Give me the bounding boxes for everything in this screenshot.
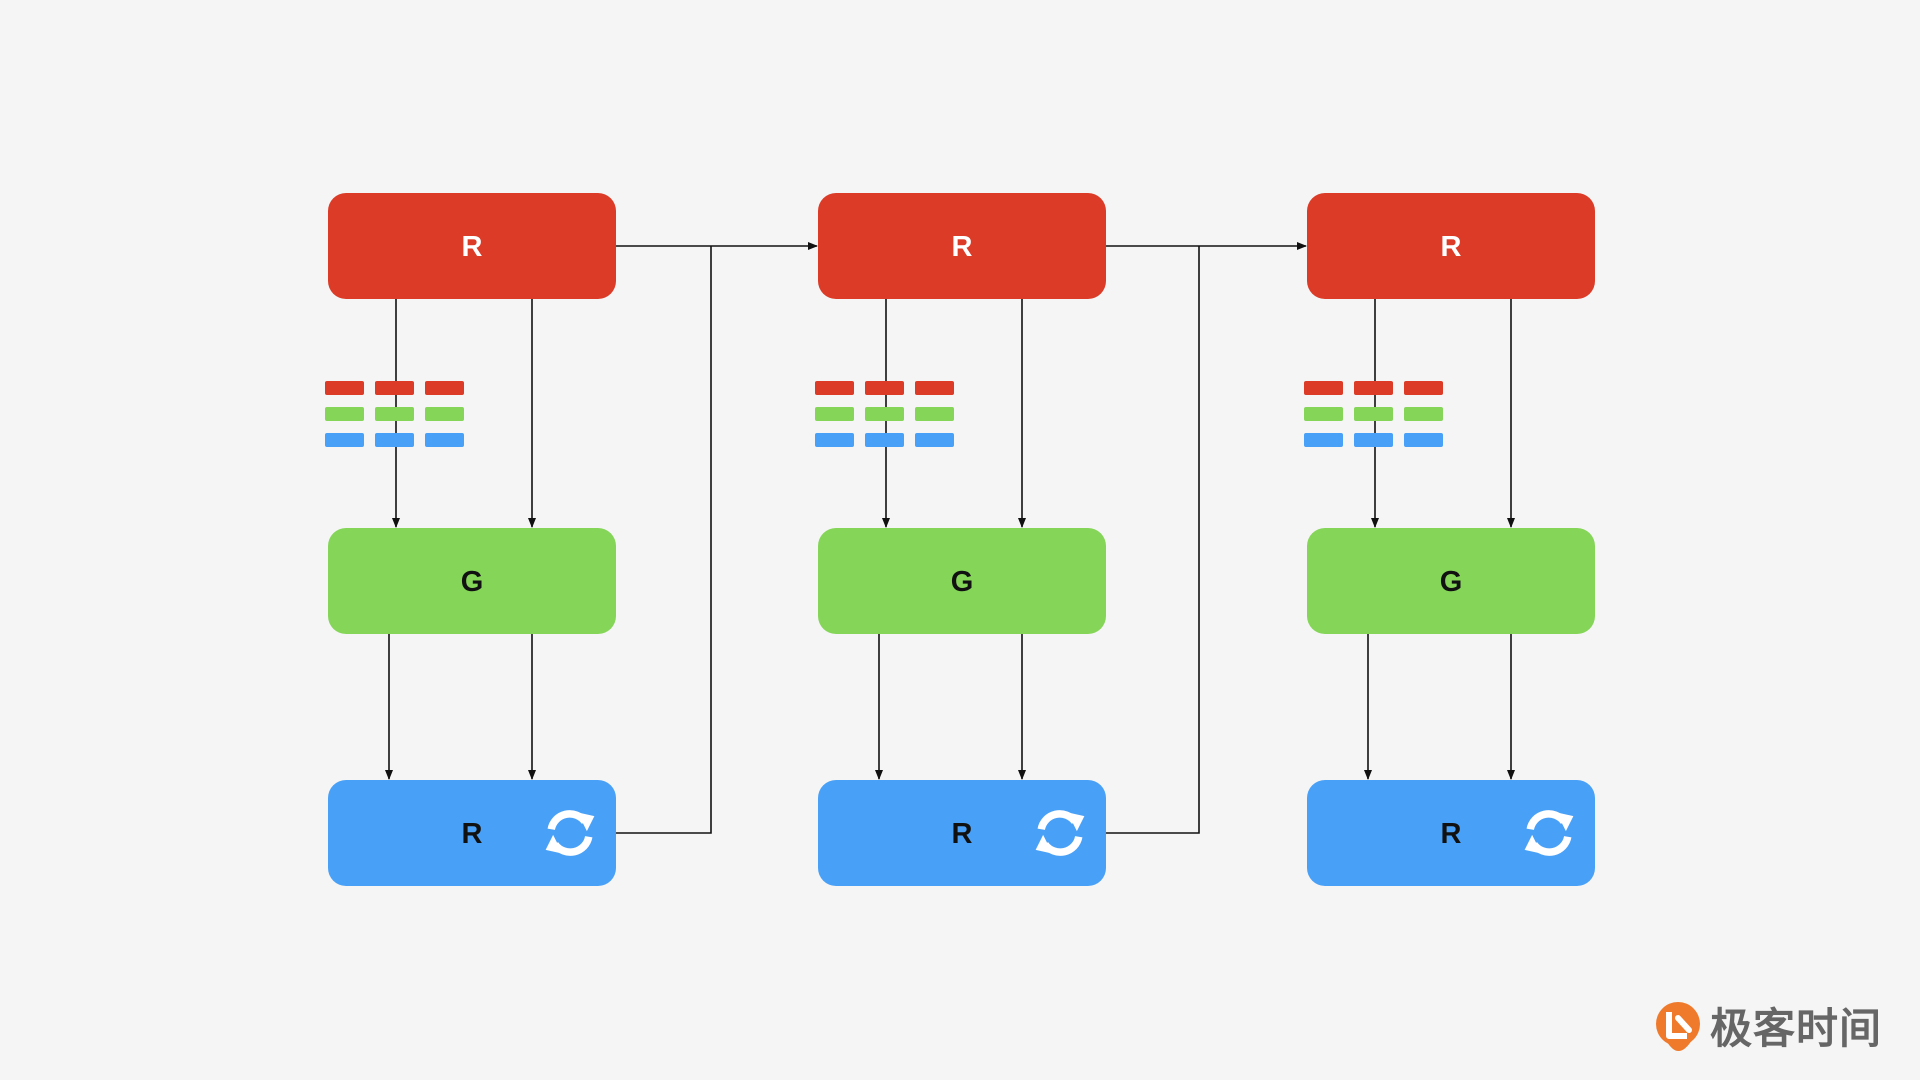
grid-dash-blue — [375, 433, 414, 447]
grid-dash-red — [1304, 381, 1343, 395]
middle-box-label: G — [461, 566, 484, 598]
top-box-label: R — [952, 231, 973, 263]
middle-box-label: G — [951, 566, 974, 598]
top-box-shape — [1307, 193, 1595, 299]
grid-dash-green — [1354, 407, 1393, 421]
stage-1-top-box: R — [328, 193, 616, 299]
bottom-box-label: R — [462, 818, 483, 850]
stage-1-bottom-box: R — [328, 780, 616, 886]
top-box-label: R — [1441, 231, 1462, 263]
bottom-box-shape — [818, 780, 1106, 886]
top-box-shape — [328, 193, 616, 299]
grid-dash-blue — [1354, 433, 1393, 447]
feedback-bottom-to-next-top — [616, 246, 712, 834]
grid-dash-green — [915, 407, 954, 421]
stage-3-top-box: R — [1307, 193, 1595, 299]
middle-box-shape — [328, 528, 616, 634]
stage-1: R G R — [328, 193, 616, 886]
grid-dash-red — [1354, 381, 1393, 395]
grid-dash-green — [325, 407, 364, 421]
grid-dash-blue — [1304, 433, 1343, 447]
middle-box-label: G — [1440, 566, 1463, 598]
stage-2: R G R — [818, 193, 1106, 886]
geektime-logo-text: 极客时间 — [1710, 1004, 1883, 1053]
stage-3-data-grid — [1304, 381, 1443, 447]
grid-dash-blue — [425, 433, 464, 447]
grid-dash-red — [915, 381, 954, 395]
stage-boxes: R G R R G R R G R — [328, 193, 1595, 886]
middle-box-shape — [1307, 528, 1595, 634]
grid-dash-red — [815, 381, 854, 395]
grid-dash-green — [375, 407, 414, 421]
middle-box-shape — [818, 528, 1106, 634]
data-grids — [325, 381, 1443, 447]
grid-dash-red — [325, 381, 364, 395]
stage-2-data-grid — [815, 381, 954, 447]
stage-2-top-box: R — [818, 193, 1106, 299]
top-box-label: R — [462, 231, 483, 263]
bottom-box-shape — [328, 780, 616, 886]
stage-3-middle-box: G — [1307, 528, 1595, 634]
grid-dash-blue — [915, 433, 954, 447]
stage-1-data-grid — [325, 381, 464, 447]
stage-1-middle-box: G — [328, 528, 616, 634]
grid-dash-green — [425, 407, 464, 421]
grid-dash-green — [815, 407, 854, 421]
bottom-box-label: R — [1441, 818, 1462, 850]
stage-2-bottom-box: R — [818, 780, 1106, 886]
grid-dash-red — [865, 381, 904, 395]
grid-dash-red — [1404, 381, 1443, 395]
stage-2-middle-box: G — [818, 528, 1106, 634]
geektime-logo-icon — [1656, 1002, 1700, 1051]
feedback-bottom-to-next-top — [1106, 246, 1200, 834]
top-box-shape — [818, 193, 1106, 299]
grid-dash-blue — [865, 433, 904, 447]
grid-dash-blue — [325, 433, 364, 447]
grid-dash-blue — [1404, 433, 1443, 447]
grid-dash-green — [865, 407, 904, 421]
grid-dash-red — [425, 381, 464, 395]
geektime-logo: 极客时间 — [1652, 1000, 1882, 1058]
grid-dash-red — [375, 381, 414, 395]
connector-lines — [385, 242, 1515, 834]
grid-dash-green — [1304, 407, 1343, 421]
grid-dash-blue — [815, 433, 854, 447]
stage-3-bottom-box: R — [1307, 780, 1595, 886]
stage-3: R G R — [1307, 193, 1595, 886]
grid-dash-green — [1404, 407, 1443, 421]
bottom-box-label: R — [952, 818, 973, 850]
bottom-box-shape — [1307, 780, 1595, 886]
